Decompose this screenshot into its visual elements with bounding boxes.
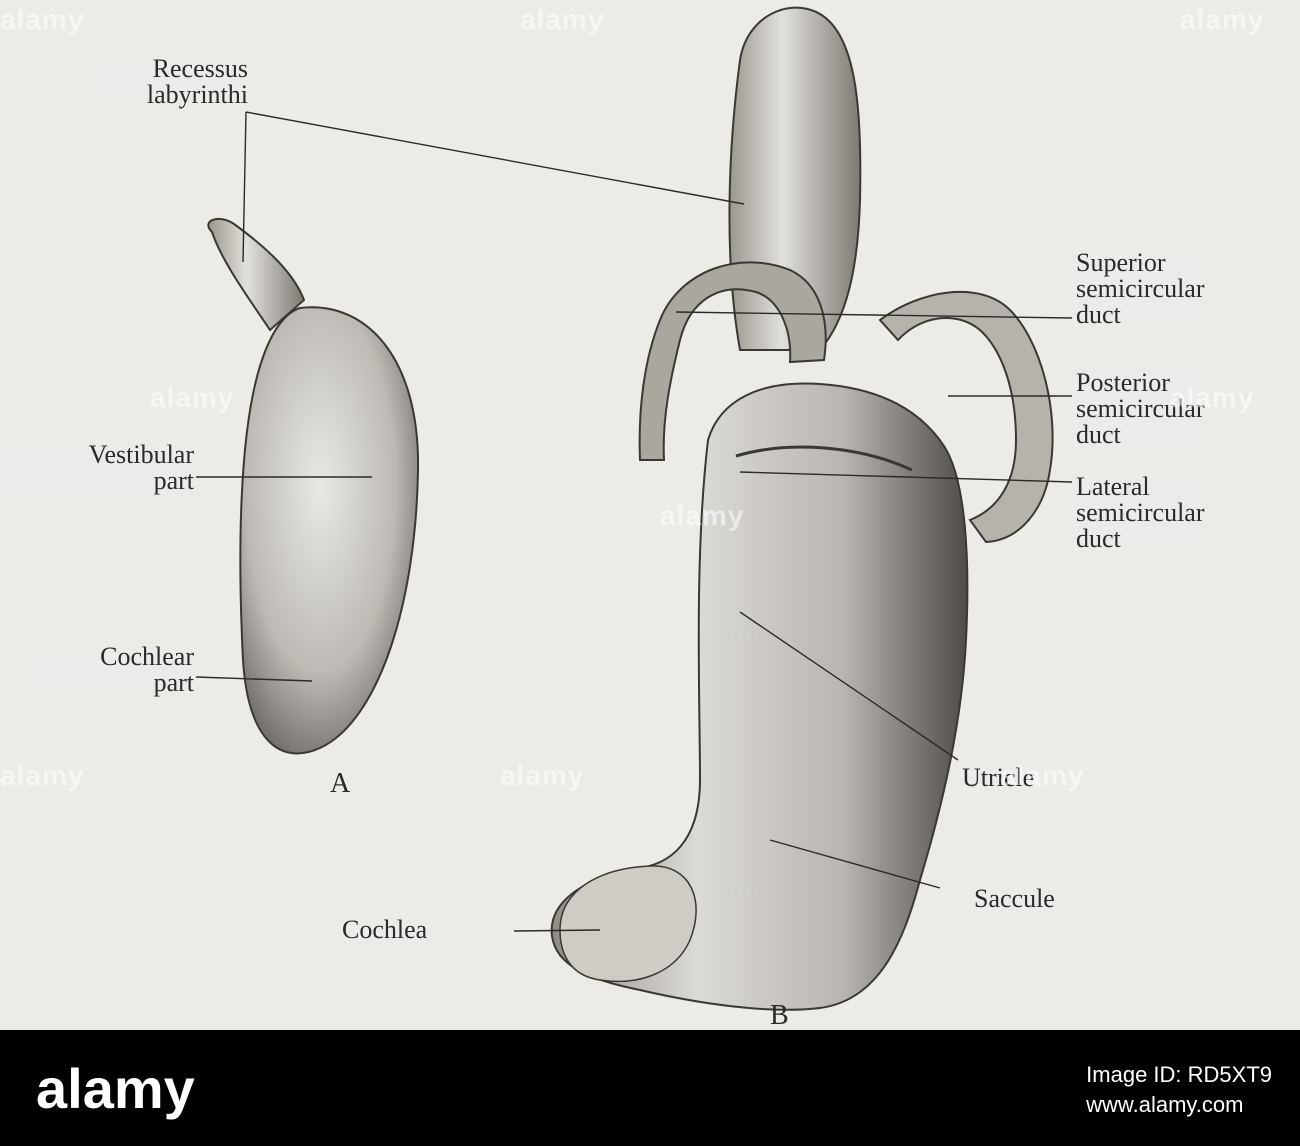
footer-url: www.alamy.com: [1086, 1092, 1244, 1117]
leader-lines: [195, 111, 1073, 932]
watermark: alamy: [0, 760, 85, 791]
footer-info: Image ID: RD5XT9 www.alamy.com: [1086, 1060, 1272, 1120]
footer-bar: alamy Image ID: RD5XT9 www.alamy.com: [0, 1030, 1300, 1146]
watermark: alamy: [660, 500, 745, 531]
label-posterior-semicircular-duct: Posterior semicircular duct: [1074, 368, 1207, 449]
figure-a-labyrinth: [207, 217, 420, 755]
watermark: alamy: [500, 760, 585, 791]
watermark: alamy: [1000, 760, 1085, 791]
image-id: Image ID: RD5XT9: [1086, 1062, 1272, 1087]
panel-letter-a: A: [330, 768, 351, 799]
panel-letter-b: B: [770, 1000, 789, 1030]
watermark: alamy: [1170, 382, 1255, 413]
label-superior-semicircular-duct: Superior semicircular duct: [1074, 248, 1207, 329]
label-cochlea: Cochlea: [340, 915, 430, 944]
watermark: alamy: [150, 382, 235, 413]
label-recessus-labyrinthi: Recessus labyrinthi: [86, 56, 250, 108]
label-vestibular-part: Vestibular part: [0, 442, 196, 494]
label-lateral-semicircular-duct: Lateral semicircular duct: [1074, 472, 1207, 553]
figure-b-labyrinth: [550, 6, 1054, 1011]
label-utricle: Utricle: [960, 763, 1037, 792]
alamy-logo: alamy: [36, 1057, 195, 1120]
anatomical-illustration: Recessus labyrinthi Vestibular part Coch…: [0, 0, 1300, 1030]
watermark: alamy: [520, 4, 605, 35]
illustration-drawing: [195, 6, 1073, 1011]
watermark: alamy: [0, 4, 85, 35]
label-cochlear-part: Cochlear part: [20, 644, 196, 696]
watermark: alamy: [1180, 4, 1265, 35]
label-saccule: Saccule: [972, 884, 1057, 913]
